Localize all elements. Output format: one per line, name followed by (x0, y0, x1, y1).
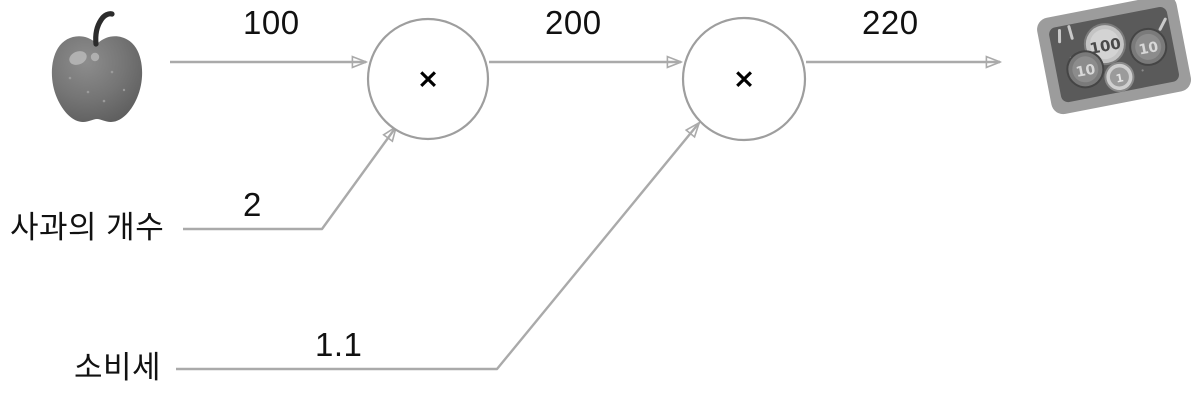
edge-label-total: 220 (862, 4, 919, 41)
apple-illustration (51, 11, 143, 122)
svg-text:10: 10 (1138, 39, 1160, 58)
edge-label-apple-price: 100 (243, 4, 300, 41)
coin-tray-illustration: 100 10 10 1 (1037, 0, 1192, 115)
edge-tax-to-mul2 (176, 123, 699, 371)
input-label-apple-count: 사과의 개수 (10, 210, 165, 245)
coin-10-left: 10 (1066, 50, 1105, 89)
edge-label-apple-count: 2 (243, 186, 262, 223)
input-label-tax: 소비세 (74, 350, 162, 385)
svg-text:10: 10 (1075, 62, 1097, 81)
svg-text:100: 100 (1088, 34, 1122, 58)
edge-label-tax-rate: 1.1 (315, 326, 363, 363)
coin-1: 1 (1104, 61, 1135, 92)
multiply-node-2[interactable] (681, 16, 807, 142)
multiply-node-2-operator: × (732, 63, 756, 95)
multiply-node-1-operator: × (416, 63, 440, 95)
coin-10-right: 10 (1129, 27, 1168, 66)
edge-applecount-to-mul1 (183, 127, 396, 231)
svg-text:1: 1 (1115, 71, 1125, 85)
edge-label-subtotal: 200 (545, 4, 602, 41)
multiply-node-1[interactable] (366, 17, 490, 141)
